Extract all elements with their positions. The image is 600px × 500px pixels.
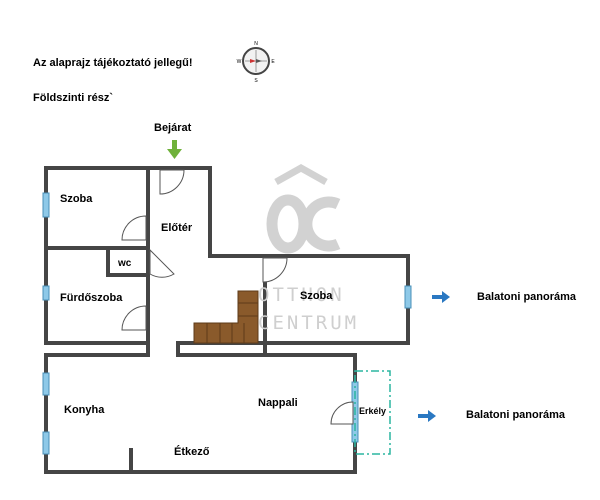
room-label-szoba: Szoba [60, 193, 93, 205]
door-szoba [121, 215, 147, 241]
staircase [193, 290, 259, 344]
floor-label: Földszinti rész` [33, 92, 114, 104]
door-entrance [159, 169, 185, 195]
compass-icon: N S E W [237, 41, 276, 84]
entrance-label: Bejárat [154, 122, 192, 134]
watermark-line1: OTTHON [258, 284, 345, 306]
door-furdo [121, 305, 147, 331]
doors [121, 169, 354, 425]
door-wc [149, 248, 175, 278]
room-label-furdoszoba: Fürdőszoba [60, 292, 123, 304]
watermark-line2: CENTRUM [258, 312, 360, 334]
view-label-1: Balatoni panoráma [477, 291, 577, 303]
room-label-szoba-2: Szoba [300, 290, 333, 302]
room-label-wc: wc [118, 258, 132, 269]
disclaimer-note: Az alaprajz tájékoztató jellegű! [33, 57, 193, 69]
compass-e: E [271, 59, 275, 65]
balcony-outline [354, 370, 391, 455]
door-balcony [330, 401, 354, 425]
view-arrow-icon-1 [432, 291, 450, 303]
compass-n: N [254, 41, 258, 47]
entrance-arrow-icon [167, 140, 182, 159]
view-arrow-icon-2 [418, 410, 436, 422]
compass-w: W [237, 59, 242, 65]
room-label-konyha: Konyha [64, 404, 105, 416]
compass-s: S [254, 78, 258, 84]
room-label-eloter: Előtér [161, 222, 193, 234]
room-label-etkezo: Étkező [174, 446, 210, 458]
view-label-2: Balatoni panoráma [466, 409, 566, 421]
door-szoba-2 [262, 257, 288, 283]
room-label-nappali: Nappali [258, 397, 298, 409]
watermark-logo [266, 163, 341, 254]
room-label-erkely: Erkély [359, 406, 387, 416]
